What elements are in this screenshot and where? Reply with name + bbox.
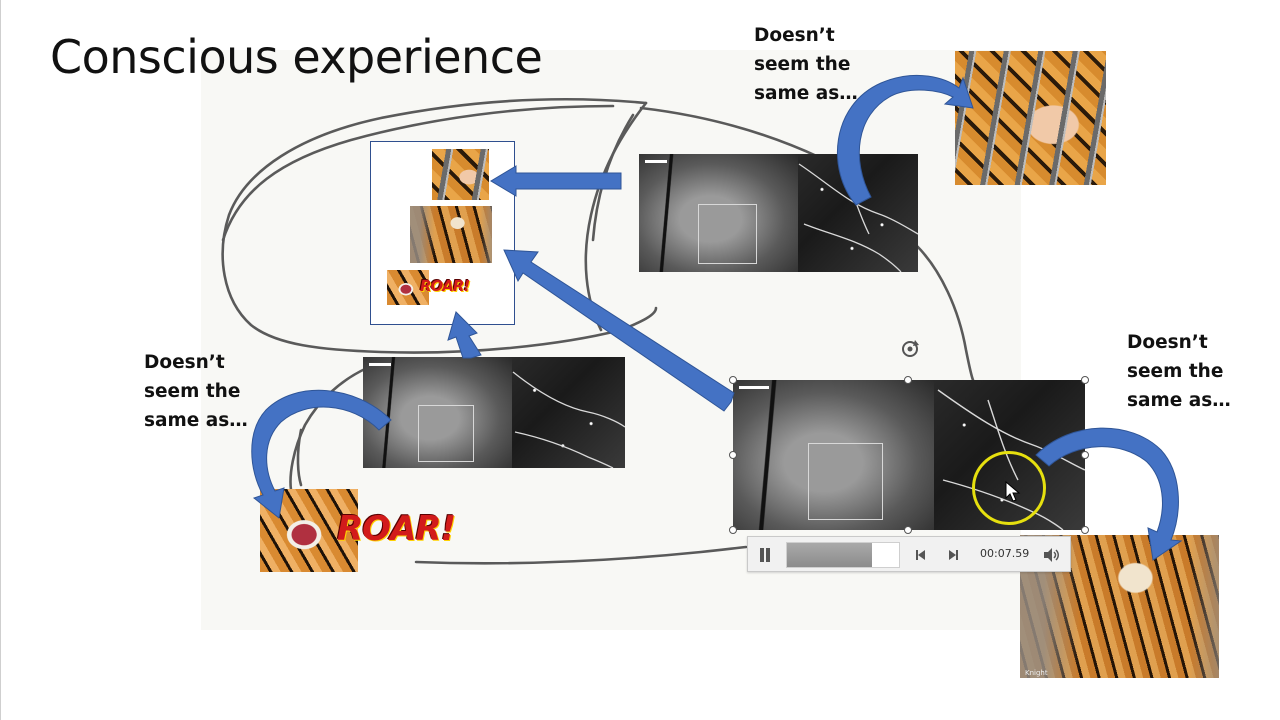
tiger-roar-thumbnail — [387, 270, 429, 305]
tiger-walking-thumbnail — [410, 206, 492, 263]
tiger-cage-photo — [955, 51, 1106, 185]
arrow-right-to-frame — [503, 249, 735, 412]
photo-credit: Knight — [1025, 669, 1048, 677]
roar-text-small: ROAR! — [420, 277, 470, 295]
pause-icon[interactable] — [756, 546, 774, 564]
roar-text-large: ROAR! — [337, 509, 456, 549]
step-forward-icon[interactable] — [944, 546, 962, 564]
progress-track[interactable] — [786, 542, 900, 568]
move-cursor-icon — [1005, 481, 1021, 502]
resize-handle-e[interactable] — [1081, 451, 1089, 459]
resize-handle-n[interactable] — [904, 376, 912, 384]
slide-title: Conscious experience — [50, 30, 543, 84]
arrow-left-to-frame — [447, 311, 482, 359]
resize-handle-nw[interactable] — [729, 376, 737, 384]
resize-handle-se[interactable] — [1081, 526, 1089, 534]
resize-handle-ne[interactable] — [1081, 376, 1089, 384]
media-player-bar: 00:07.59 — [747, 536, 1071, 572]
caption-left: Doesn’t seem the same as… — [144, 352, 248, 431]
resize-handle-sw[interactable] — [729, 526, 737, 534]
curved-arrow-top — [836, 74, 974, 206]
step-back-icon[interactable] — [912, 546, 930, 564]
brain-imaging-left — [363, 357, 625, 468]
caption-right: Doesn’t seem the same as… — [1127, 332, 1231, 411]
pointer-highlight-ring — [972, 451, 1046, 525]
resize-handle-s[interactable] — [904, 526, 912, 534]
playback-time: 00:07.59 — [980, 547, 1030, 560]
progress-fill — [787, 543, 873, 567]
rotate-icon[interactable] — [898, 337, 922, 361]
caption-top: Doesn’t seem the same as… — [754, 25, 858, 104]
curved-arrow-right — [1035, 427, 1183, 561]
volume-icon[interactable] — [1042, 546, 1060, 564]
arrow-top-to-frame — [490, 165, 622, 197]
tiger-cage-thumbnail — [432, 149, 489, 200]
curved-arrow-left — [251, 389, 392, 519]
resize-handle-w[interactable] — [729, 451, 737, 459]
